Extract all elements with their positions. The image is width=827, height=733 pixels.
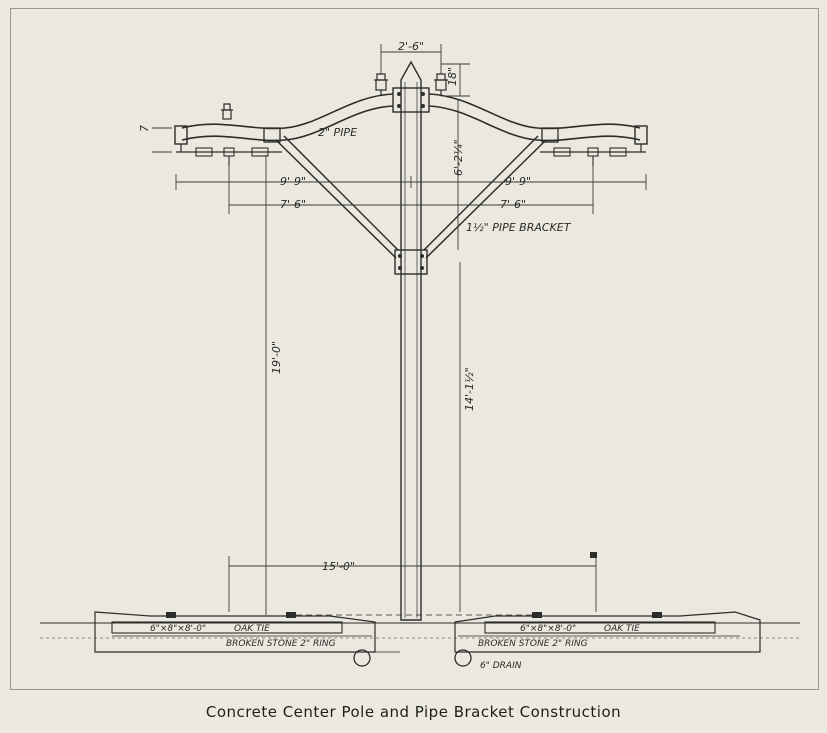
left-hanger-assembly [176,127,282,166]
dim-small: 7 [138,125,151,132]
tie-right-label: 6"×8"×8'-0" [520,624,576,634]
right-pipe-arm [428,93,641,142]
dim-wire-height: 19'-0" [270,341,283,374]
left-pipe-arm [181,93,394,142]
right-arm-end [634,125,648,152]
stone-right-label: BROKEN STONE 2" RING [478,639,588,649]
tie-left-label: 6"×8"×8'-0" [150,624,206,634]
insulator-icon [374,73,388,96]
dim-bracket-drop: 6'-2¼" [452,139,465,176]
dim-bracket-height: 14'-1½" [463,367,476,411]
left-arm-end [174,125,188,152]
trolley-wire-marker [590,552,597,558]
stone-left-label: BROKEN STONE 2" RING [226,639,336,649]
pipe-bracket-label: 1½" PIPE BRACKET [466,221,572,234]
left-track-bed [94,611,376,653]
oak-tie-right-label: OAK TIE [604,624,640,634]
figure-caption: Concrete Center Pole and Pipe Bracket Co… [205,703,622,721]
dim-insulator-height: 18" [446,67,459,86]
top-pole-clamp [392,87,430,113]
insulator-icon [434,73,448,96]
concrete-pole [400,60,422,621]
insulator-icon [221,103,233,120]
dimension-lines [152,44,647,615]
drain-pipe-icon [353,649,472,667]
drawing-frame [10,8,819,690]
left-pipe-bracket [275,135,399,259]
drain-label: 6" DRAIN [480,661,522,671]
dim-arm-right: 9'-9" [505,175,531,188]
right-pipe-bracket [423,135,547,259]
right-track-bed [454,611,761,653]
pipe-label: 2" PIPE [318,126,357,139]
dim-arm-left: 9'-9" [280,175,306,188]
bracket-pole-clamp [394,249,428,275]
rails [166,612,662,618]
dim-track-spacing: 15'-0" [322,560,355,573]
oak-tie-left-label: OAK TIE [234,624,270,634]
right-hanger-assembly [540,127,646,166]
dim-wire-left: 7'-6" [280,198,306,211]
dim-wire-right: 7'-6" [500,198,526,211]
dim-top-span: 2'-6" [398,40,424,53]
